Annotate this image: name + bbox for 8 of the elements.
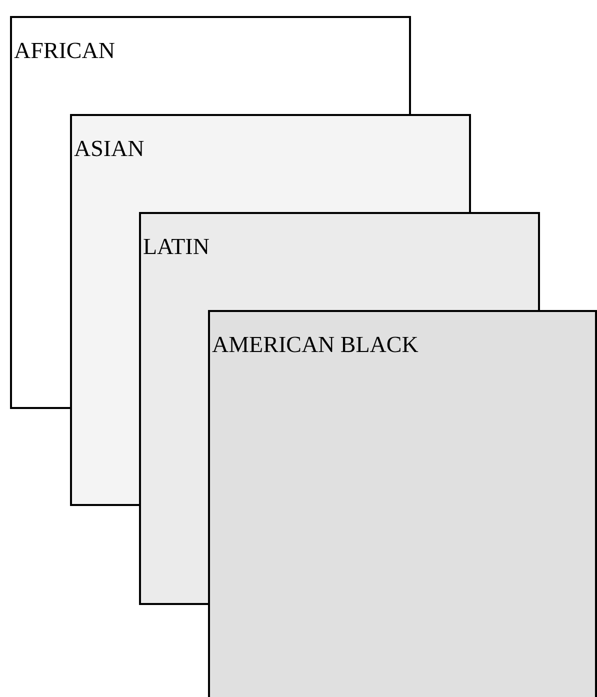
panel-card <box>139 212 540 310</box>
panel-card <box>208 310 597 697</box>
panel-heading: AMERICAN BLACK <box>212 332 418 358</box>
panel-heading: AFRICAN <box>14 38 115 64</box>
panel-heading: ASIAN <box>74 136 144 162</box>
panel-heading: LATIN <box>143 234 210 260</box>
panel-card <box>10 16 411 114</box>
panel-card <box>70 114 471 212</box>
